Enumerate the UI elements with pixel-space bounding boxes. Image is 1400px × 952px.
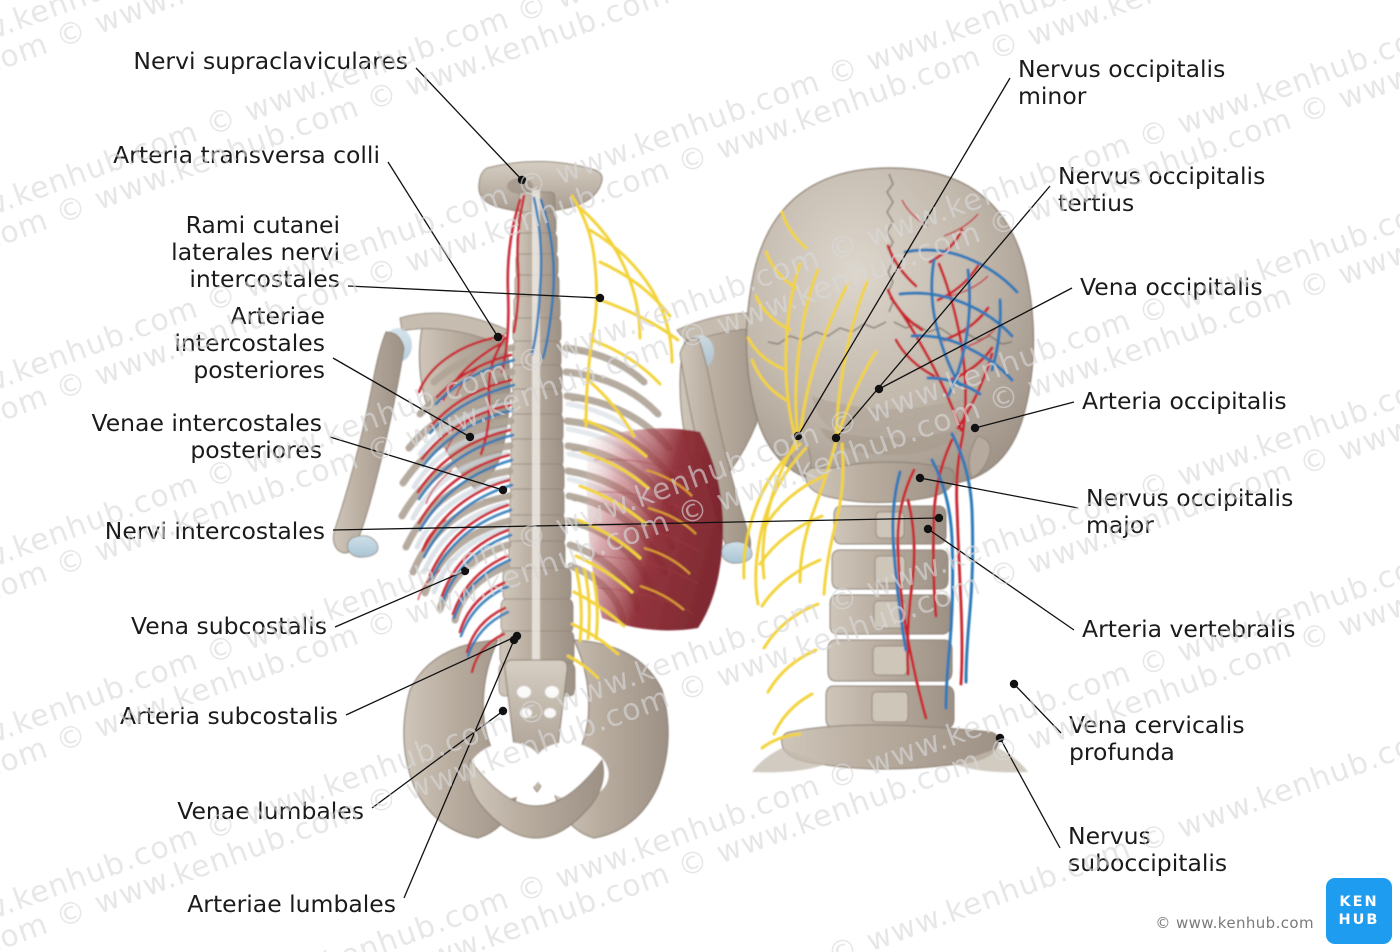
- leader-dot-vena-cervicalis-profunda: [1009, 679, 1019, 689]
- leader-dot-venae-intercostales-posteriores: [498, 485, 508, 495]
- label-nervus-occipitalis-minor: Nervus occipitalis minor: [1018, 55, 1226, 110]
- leader-line-arteria-subcostalis: [345, 635, 518, 716]
- label-venae-intercostales-posteriores: Venae intercostales posteriores: [91, 409, 322, 464]
- arteries-trunk: [416, 194, 526, 674]
- label-arteria-vertebralis: Arteria vertebralis: [1082, 615, 1296, 643]
- leader-dot-nervus-suboccipitalis: [995, 733, 1005, 743]
- leader-line-vena-occipitalis: [878, 287, 1073, 390]
- leader-dot-nervus-occipitalis-minor: [793, 431, 803, 441]
- leader-line-arteria-vertebralis: [927, 528, 1075, 631]
- label-arteriae-intercostales-posteriores: Arteriae intercostales posteriores: [174, 302, 325, 384]
- label-arteria-transversa-colli: Arteria transversa colli: [113, 141, 380, 169]
- label-arteria-occipitalis: Arteria occipitalis: [1082, 387, 1287, 415]
- leader-dot-nervus-occipitalis-tertius: [831, 433, 841, 443]
- leader-line-venae-intercostales-posteriores: [329, 436, 504, 491]
- leader-line-nervi-supraclaviculares: [415, 67, 523, 181]
- vertebral-column: [483, 190, 591, 697]
- copyright-text: © www.kenhub.com: [1155, 914, 1314, 932]
- kenhub-logo[interactable]: KEN HUB: [1326, 878, 1392, 944]
- leader-dot-nervus-occipitalis-major: [915, 473, 925, 483]
- leader-dot-arteria-transversa-colli: [493, 332, 503, 342]
- leader-line-arteriae-intercostales-posteriores: [332, 357, 471, 438]
- label-vena-cervicalis-profunda: Vena cervicalis profunda: [1069, 711, 1245, 766]
- label-vena-subcostalis: Vena subcostalis: [131, 612, 327, 640]
- label-vena-occipitalis: Vena occipitalis: [1080, 273, 1263, 301]
- leader-dot-arteriae-intercostales-posteriores: [465, 432, 475, 442]
- leader-line-nervus-occipitalis-major: [919, 477, 1079, 509]
- label-rami-cutanei-laterales-nervi-intercostales: Rami cutanei laterales nervi intercostal…: [171, 211, 340, 293]
- latissimus-dorsi-muscle: [586, 428, 724, 631]
- leader-line-rami-cutanei-laterales-nervi-intercostales: [347, 285, 601, 299]
- leader-dot-nervi-supraclaviculares: [517, 175, 527, 185]
- leader-line-arteria-occipitalis: [974, 401, 1075, 429]
- label-nervus-occipitalis-major: Nervus occipitalis major: [1086, 484, 1294, 539]
- label-venae-lumbales: Venae lumbales: [177, 797, 364, 825]
- leader-line-venae-lumbales: [371, 710, 504, 809]
- leader-line-arteriae-lumbales: [403, 639, 515, 899]
- label-nervus-occipitalis-tertius: Nervus occipitalis tertius: [1058, 162, 1266, 217]
- label-nervus-suboccipitalis: Nervus suboccipitalis: [1068, 822, 1228, 877]
- leader-dot-rami-cutanei-laterales-nervi-intercostales: [595, 293, 605, 303]
- occipital-veins: [891, 248, 1019, 710]
- leader-dot-arteria-occipitalis: [970, 423, 980, 433]
- leader-lines: [329, 67, 1079, 899]
- occiput-cervical-illustration: [742, 167, 1035, 773]
- leader-dot-nervi-intercostales: [934, 513, 944, 523]
- leader-line-nervus-occipitalis-tertius: [835, 185, 1051, 439]
- label-nervi-supraclaviculares: Nervi supraclaviculares: [133, 47, 408, 75]
- leader-dot-vena-occipitalis: [874, 384, 884, 394]
- logo-line-2: HUB: [1338, 912, 1380, 928]
- leader-dot-vena-subcostalis: [460, 566, 470, 576]
- label-arteriae-lumbales: Arteriae lumbales: [187, 890, 396, 918]
- occipital-nerves: [742, 210, 878, 750]
- leader-line-vena-cervicalis-profunda: [1013, 683, 1062, 734]
- humerus-left: [332, 331, 405, 554]
- leader-line-nervus-suboccipitalis: [999, 737, 1061, 849]
- label-arteria-subcostalis: Arteria subcostalis: [120, 702, 338, 730]
- leader-line-arteria-transversa-colli: [387, 161, 499, 338]
- leader-dot-arteria-vertebralis: [923, 524, 933, 534]
- pelvis: [403, 639, 669, 839]
- leader-line-nervus-occipitalis-minor: [797, 77, 1011, 437]
- trunk-skeleton: [332, 160, 786, 839]
- occipital-arteries: [886, 228, 994, 720]
- leader-line-vena-subcostalis: [334, 570, 466, 628]
- leader-line-nervi-intercostales: [332, 517, 940, 531]
- leader-dot-venae-lumbales: [498, 706, 508, 716]
- logo-line-1: KEN: [1339, 893, 1379, 910]
- nerves-trunk: [566, 194, 680, 680]
- leader-dot-arteriae-lumbales: [509, 635, 519, 645]
- label-nervi-intercostales: Nervi intercostales: [104, 517, 325, 545]
